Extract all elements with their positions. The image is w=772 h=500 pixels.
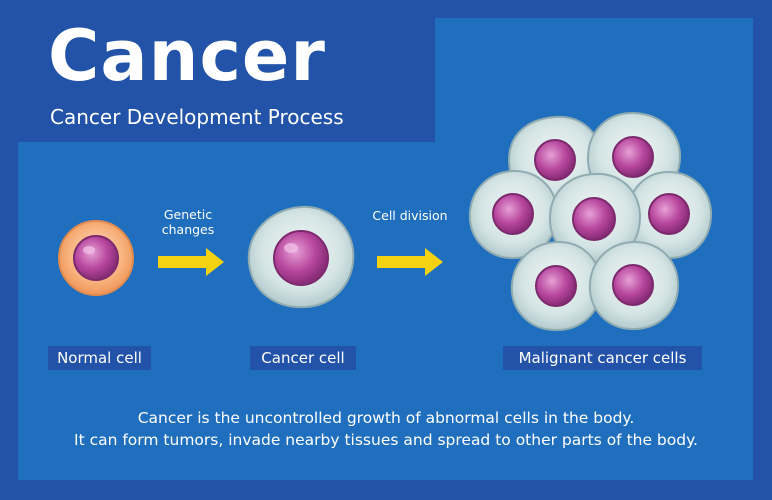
label-cancer-cell: Cancer cell [250, 346, 356, 370]
label-normal-cell: Normal cell [48, 346, 151, 370]
transition-label-line1: Genetic [163, 207, 213, 222]
description-line-2: It can form tumors, invade nearby tissue… [74, 431, 698, 449]
title-box: Cancer Cancer Development Process [0, 0, 435, 142]
cancer-cell-icon [247, 205, 355, 309]
normal-cell-icon [58, 220, 134, 296]
transition-label-genetic-changes: Genetic changes [150, 207, 226, 237]
page-title: Cancer [48, 15, 326, 97]
arrow-right-icon [377, 248, 443, 276]
description-line-1: Cancer is the uncontrolled growth of abn… [137, 409, 635, 427]
label-malignant-cancer-cells: Malignant cancer cells [503, 346, 702, 370]
arrow-right-icon [158, 248, 224, 276]
malignant-cells-icon [468, 111, 713, 332]
transition-label-cell-division: Cell division [372, 208, 448, 223]
page-subtitle: Cancer Development Process [50, 105, 344, 129]
transition-label-line2: changes [161, 222, 215, 237]
